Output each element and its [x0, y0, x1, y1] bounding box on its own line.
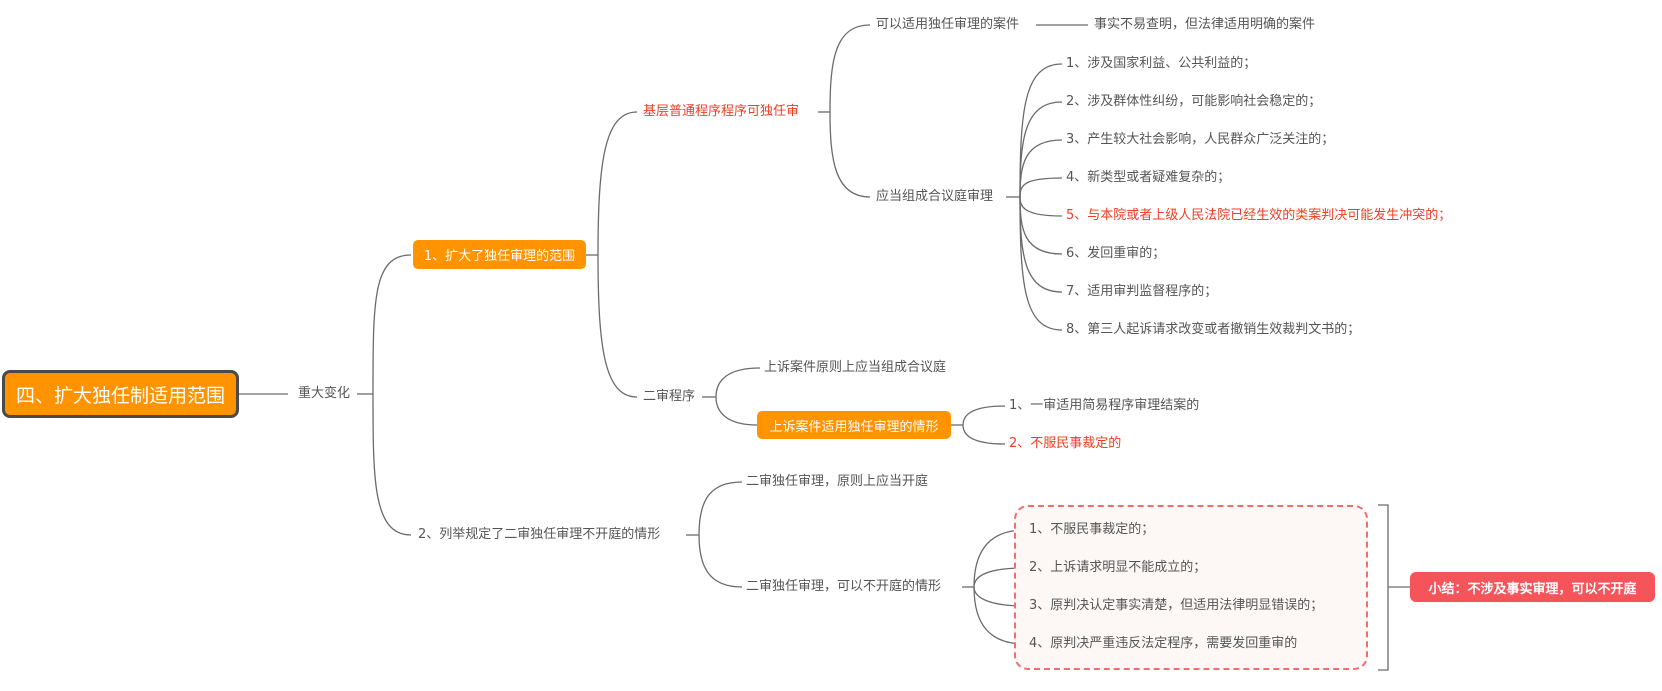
connector [962, 405, 1006, 426]
appeal-sole-trial-topic[interactable]: 上诉案件适用独任审理的情形 [757, 411, 951, 439]
connector [1019, 177, 1063, 198]
connector [1019, 196, 1063, 331]
basic-procedure-topic[interactable]: 基层普通程序程序可独任审 [643, 104, 800, 119]
appeal-sole-item-2[interactable]: 2、不服民事裁定的 [1009, 436, 1122, 451]
connector [829, 24, 871, 113]
connector [597, 111, 638, 256]
connector [715, 396, 758, 426]
connector [962, 424, 1006, 445]
collegial-item-8[interactable]: 8、第三人起诉请求改变或者撤销生效裁判文书的； [1066, 322, 1361, 337]
collegial-item-2[interactable]: 2、涉及群体性纠纷，可能影响社会稳定的； [1066, 94, 1322, 109]
connector [698, 534, 743, 588]
collegial-item-5[interactable]: 5、与本院或者上级人民法院已经生效的类案判决可能发生冲突的； [1066, 208, 1452, 223]
collegial-item-6[interactable]: 6、发回重审的； [1066, 246, 1166, 261]
connector [597, 254, 638, 398]
no-hearing-item-1[interactable]: 1、不服民事裁定的； [1029, 522, 1155, 537]
connector [1019, 139, 1063, 198]
no-hearing-item-4[interactable]: 4、原判决严重违反法定程序，需要发回重审的 [1029, 636, 1298, 651]
connector [698, 481, 743, 536]
applicable-cases-detail[interactable]: 事实不易查明，但法律适用明确的案件 [1094, 17, 1316, 32]
connector [715, 367, 761, 398]
summary-boundary [1014, 505, 1368, 670]
connector [829, 111, 871, 198]
collegial-trial-topic[interactable]: 应当组成合议庭审理 [876, 189, 994, 204]
collegial-item-3[interactable]: 3、产生较大社会影响，人民群众广泛关注的； [1066, 132, 1335, 147]
no-hearing-cases-topic[interactable]: 二审独任审理，可以不开庭的情形 [746, 579, 942, 594]
branch-no-hearing[interactable]: 2、列举规定了二审独任审理不开庭的情形 [418, 527, 661, 542]
summary-label[interactable]: 小结：不涉及事实审理，可以不开庭 [1410, 572, 1655, 602]
connector [372, 393, 412, 536]
major-change-topic[interactable]: 重大变化 [298, 386, 351, 401]
appeal-sole-item-1[interactable]: 1、一审适用简易程序审理结案的 [1009, 398, 1200, 413]
root-topic[interactable]: 四、扩大独任制适用范围 [2, 370, 239, 418]
applicable-cases-topic[interactable]: 可以适用独任审理的案件 [876, 17, 1020, 32]
collegial-item-4[interactable]: 4、新类型或者疑难复杂的； [1066, 170, 1231, 185]
no-hearing-item-3[interactable]: 3、原判决认定事实清楚，但适用法律明显错误的； [1029, 598, 1324, 613]
no-hearing-item-2[interactable]: 2、上诉请求明显不能成立的； [1029, 560, 1207, 575]
connector [372, 254, 412, 395]
second-instance-topic[interactable]: 二审程序 [643, 389, 696, 404]
connector [1019, 196, 1063, 255]
hearing-principle-topic[interactable]: 二审独任审理，原则上应当开庭 [746, 474, 929, 489]
branch-expand-scope[interactable]: 1、扩大了独任审理的范围 [413, 240, 586, 269]
collegial-item-7[interactable]: 7、适用审判监督程序的； [1066, 284, 1218, 299]
connector [1019, 196, 1063, 293]
collegial-item-1[interactable]: 1、涉及国家利益、公共利益的； [1066, 56, 1257, 71]
summary-bracket [1378, 504, 1389, 671]
connector [1019, 196, 1063, 217]
appeal-principle-topic[interactable]: 上诉案件原则上应当组成合议庭 [764, 360, 947, 375]
